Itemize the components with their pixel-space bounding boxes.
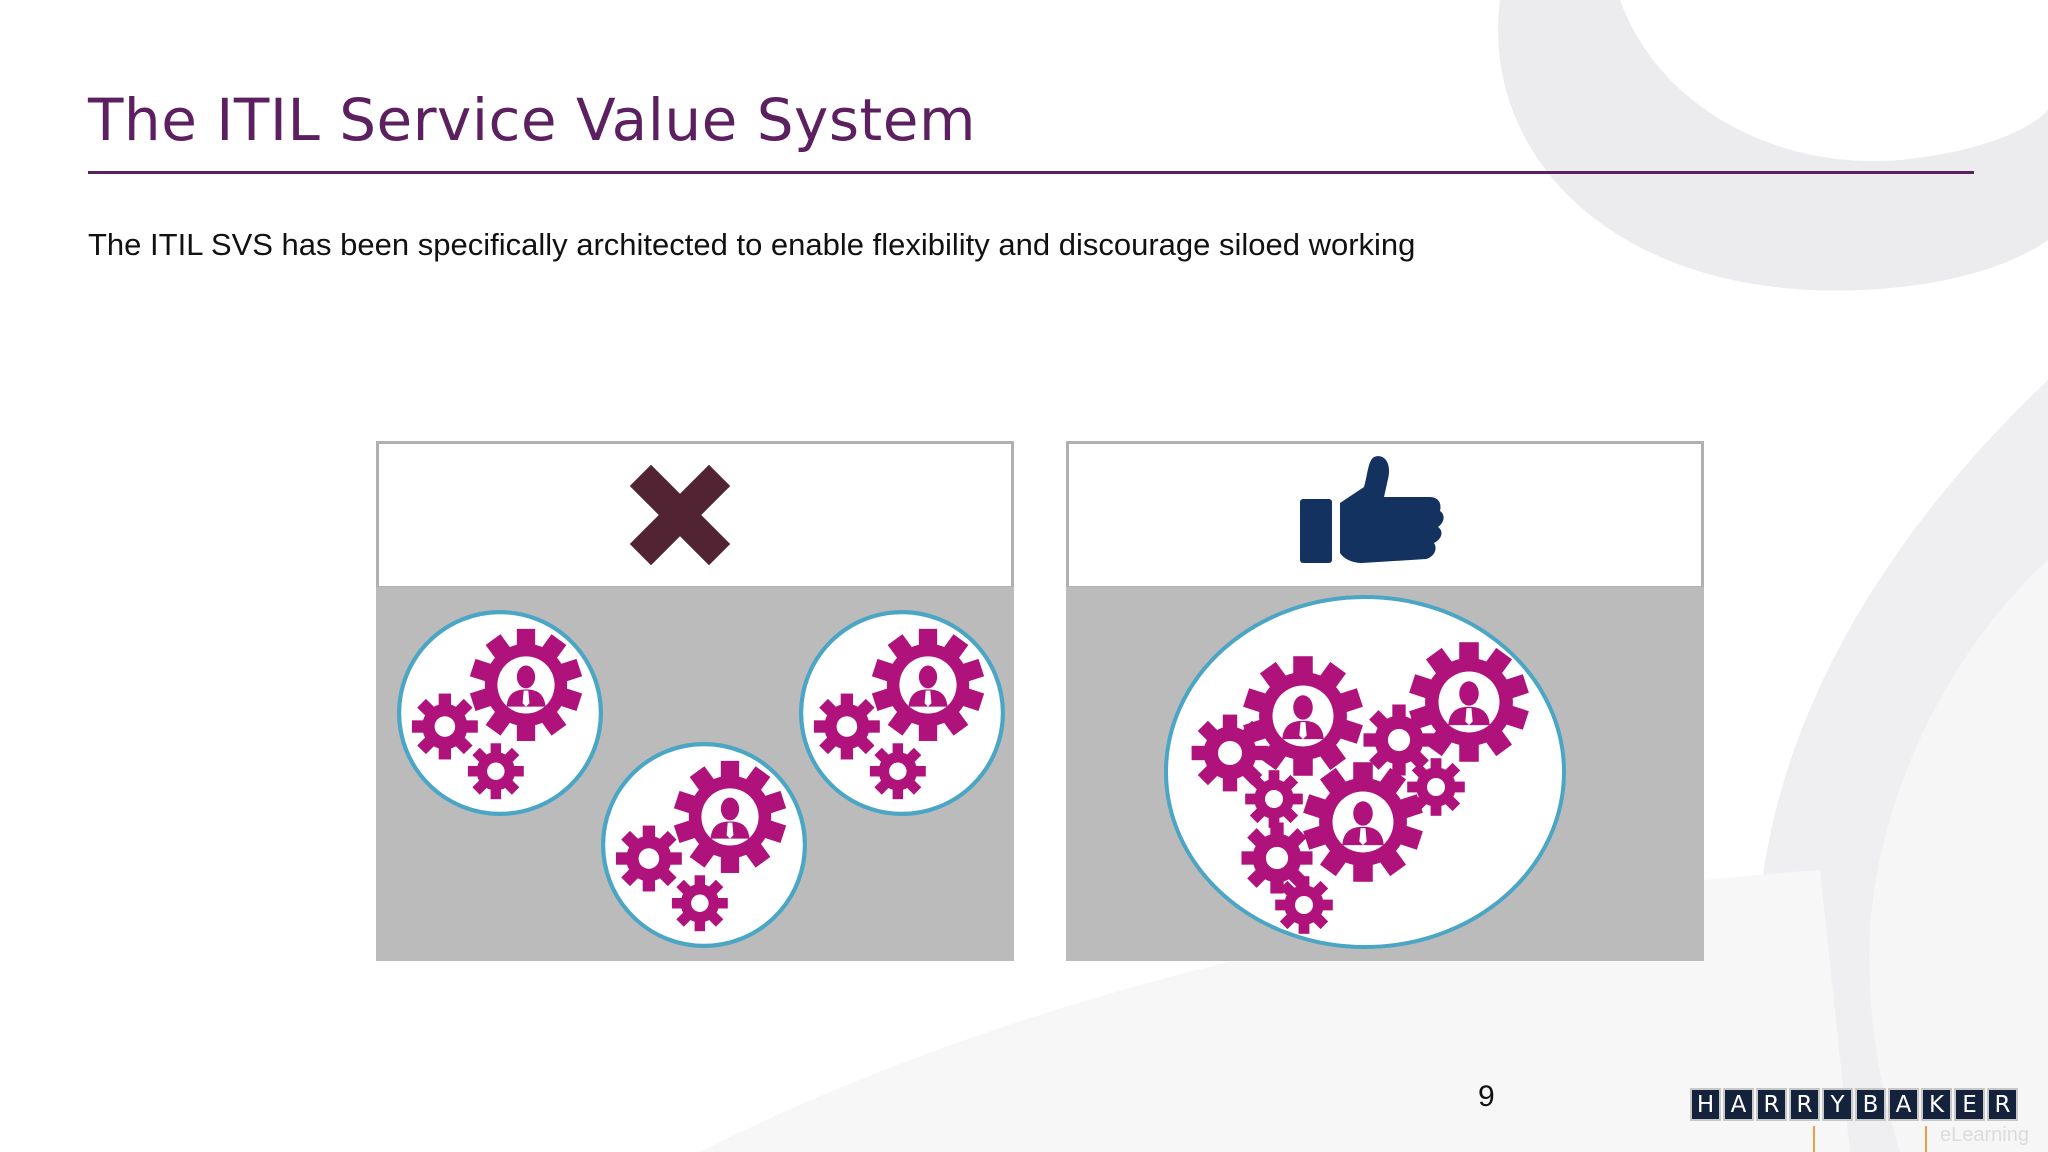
siloed-team-1: [399, 612, 601, 814]
logo-letter: H: [1690, 1088, 1721, 1121]
siloed-team-2: [801, 612, 1003, 814]
siloed-team-3: [603, 744, 805, 946]
logo-letter: E: [1954, 1088, 1985, 1121]
logo-letter: R: [1789, 1088, 1820, 1121]
slide-title: The ITIL Service Value System: [88, 86, 976, 154]
logo-accent-bar: [1925, 1126, 1927, 1152]
integrated-panel: [1066, 441, 1704, 961]
title-divider: [88, 171, 1974, 174]
logo-accent-bar: [1813, 1126, 1815, 1152]
logo-subtitle: eLearning: [1940, 1124, 2029, 1146]
logo-letter: R: [1756, 1088, 1787, 1121]
logo-letter: B: [1855, 1088, 1886, 1121]
logo-letter: A: [1723, 1088, 1754, 1121]
slide-body-text: The ITIL SVS has been specifically archi…: [88, 227, 1416, 262]
thumbs-up-icon: [1300, 456, 1444, 563]
harrybaker-logo: H A R R Y B A K E R: [1690, 1088, 2018, 1121]
logo-letter: A: [1888, 1088, 1919, 1121]
logo-letter: R: [1987, 1088, 2018, 1121]
cross-icon: [629, 464, 731, 566]
siloed-teams-illustration: [376, 464, 1014, 961]
siloed-panel: [376, 441, 1014, 961]
integrated-team-illustration: [1164, 456, 1566, 949]
page-number: 9: [1478, 1080, 1495, 1113]
logo-letter: Y: [1822, 1088, 1853, 1121]
logo-letter: K: [1921, 1088, 1952, 1121]
